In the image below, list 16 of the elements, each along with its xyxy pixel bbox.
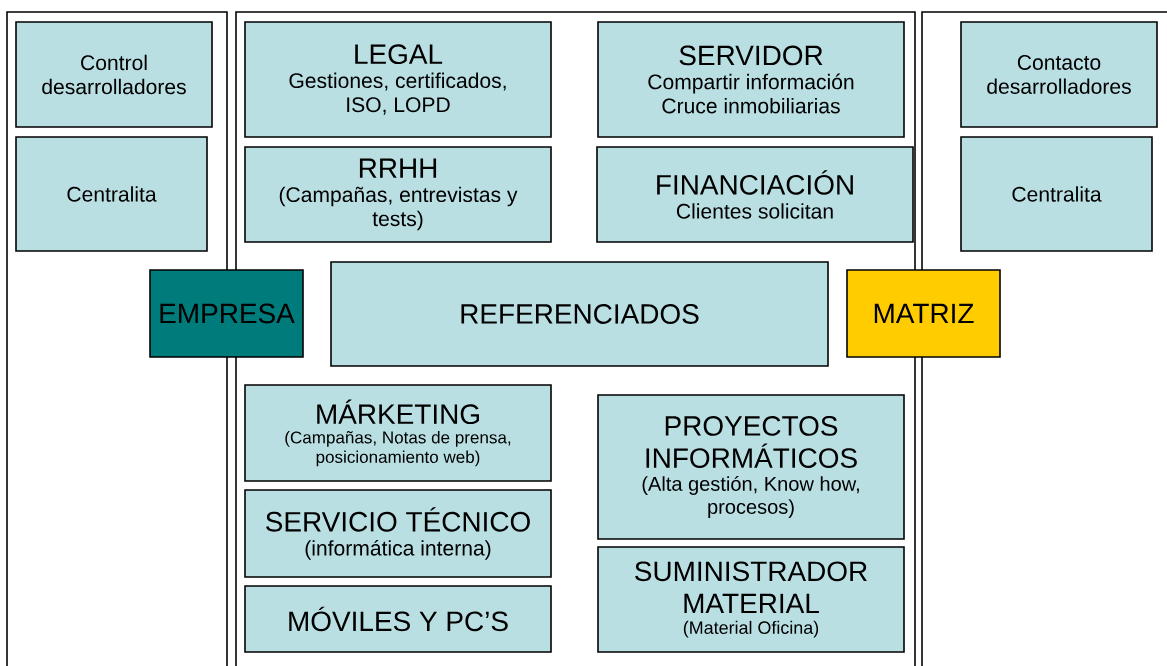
process-box: FINANCIACIÓN Clientes solicitan <box>596 146 914 243</box>
process-box: MATRIZ <box>846 269 1001 358</box>
process-box: SERVIDOR Compartir información Cruce inmobiliarias <box>597 21 905 138</box>
process-box: SERVICIO TÉCNICO (informática interna) <box>244 489 552 578</box>
process-box: PROYECTOS INFORMÁTICOS (Alta gestión, Know how, procesos) <box>597 394 905 540</box>
process-box: RRHH (Campañas, entrevistas y tests) <box>244 146 552 243</box>
process-box: LEGAL Gestiones, certificados, ISO, LOPD <box>244 21 552 138</box>
process-box: MÁRKETING (Campañas, Notas de prensa, posicionamiento web) <box>244 384 552 482</box>
process-box: Centralita <box>15 136 208 252</box>
process-box: MÓVILES Y PC’S <box>244 585 552 653</box>
process-box: Centralita <box>960 136 1153 252</box>
process-box: SUMINISTRADOR MATERIAL (Material Oficina) <box>597 546 905 653</box>
process-box: EMPRESA <box>149 269 304 358</box>
process-box: Control desarrolladores <box>15 21 213 128</box>
process-box: REFERENCIADOS <box>330 261 829 367</box>
process-box: Contacto desarrolladores <box>960 21 1158 128</box>
